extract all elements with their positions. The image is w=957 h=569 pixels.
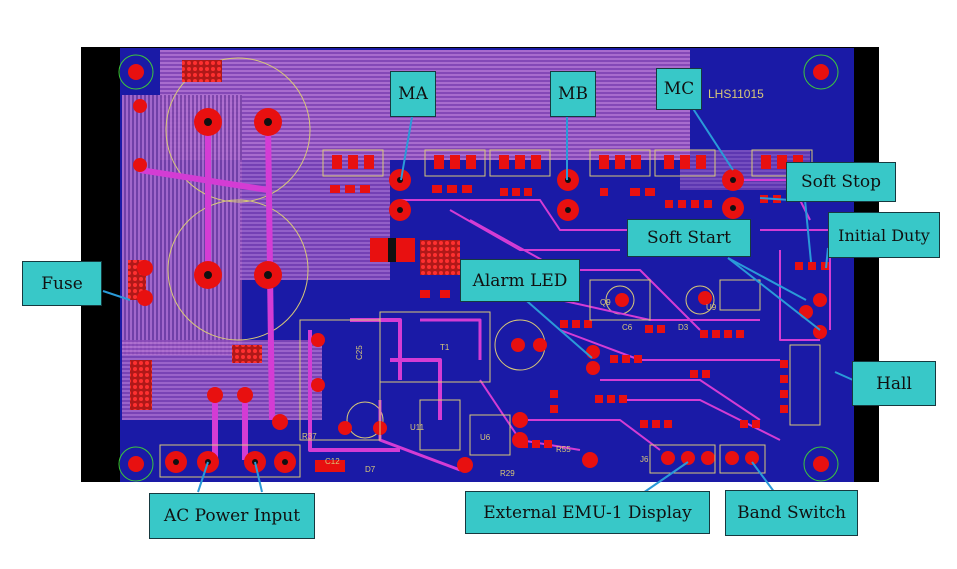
designator: D3 xyxy=(678,323,689,332)
designator: R37 xyxy=(302,432,317,441)
callout-band-switch: Band Switch xyxy=(725,490,858,536)
leader-lines xyxy=(102,103,854,494)
capacitor-outline xyxy=(685,285,715,315)
callout-mc: MC xyxy=(656,68,702,110)
designator: T1 xyxy=(440,343,450,352)
callout-ac-power-input: AC Power Input xyxy=(149,493,315,539)
rectifier-marker xyxy=(388,238,396,262)
callout-hall: Hall xyxy=(852,361,936,406)
designator: C25 xyxy=(355,345,364,360)
designator: U6 xyxy=(480,433,491,442)
callout-alarm-led: Alarm LED xyxy=(460,259,580,302)
callout-mb: MB xyxy=(550,71,596,117)
copper-pour-bottom-left xyxy=(122,340,322,420)
designator: D7 xyxy=(365,465,376,474)
callout-external-display: External EMU-1 Display xyxy=(465,491,710,534)
capacitor-outline xyxy=(165,57,311,203)
copper-pour-left xyxy=(122,95,242,355)
callout-initial-duty: Initial Duty xyxy=(828,212,940,258)
designator: U11 xyxy=(410,423,425,432)
callout-ma: MA xyxy=(390,71,436,117)
designator: R55 xyxy=(556,445,571,454)
board-title-silkscreen: LHS11015 xyxy=(708,87,764,101)
designator: J6 xyxy=(640,455,649,464)
designator: Q9 xyxy=(600,298,611,307)
designator: C12 xyxy=(325,457,340,466)
pad-cluster xyxy=(420,240,460,275)
designator: C6 xyxy=(622,323,633,332)
pad-cluster xyxy=(130,360,152,410)
capacitor-outline xyxy=(346,401,384,439)
designator: R29 xyxy=(500,469,515,478)
capacitor-outline xyxy=(167,199,309,341)
component-outlines xyxy=(159,279,821,478)
designator: U9 xyxy=(706,303,717,312)
mounting-holes xyxy=(118,54,839,482)
callout-soft-start: Soft Start xyxy=(627,219,751,257)
callout-fuse: Fuse xyxy=(22,261,102,306)
pad-cluster xyxy=(182,60,222,82)
copper-pour-mid xyxy=(240,160,390,280)
pad-cluster xyxy=(232,345,262,363)
smd-pads xyxy=(315,185,829,472)
callout-soft-stop: Soft Stop xyxy=(786,162,896,202)
